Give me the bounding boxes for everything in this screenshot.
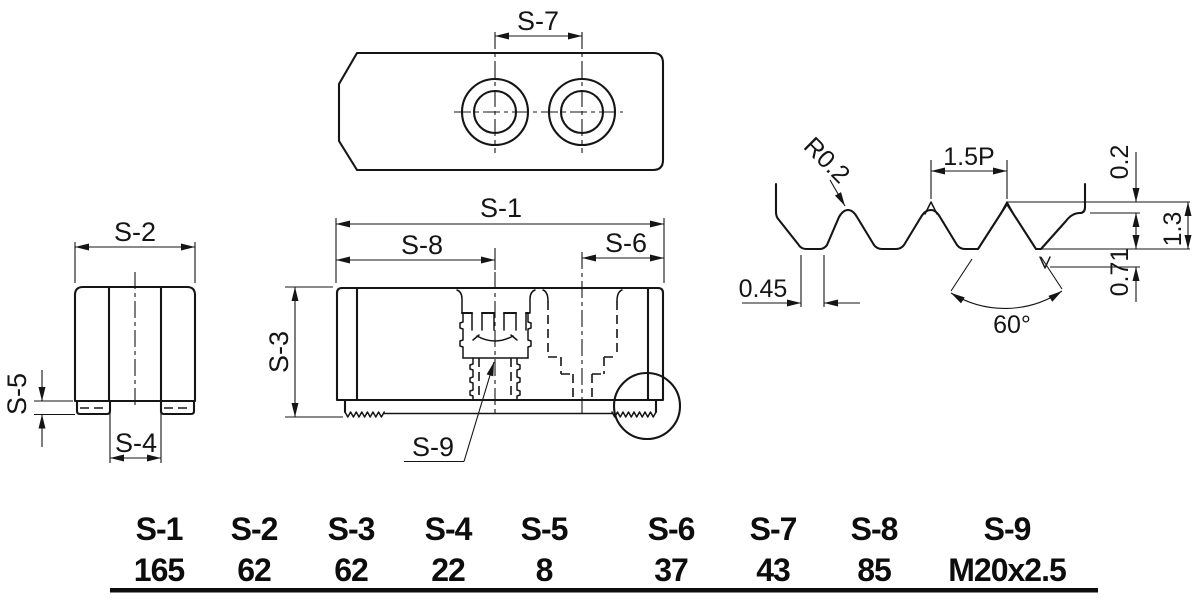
- dimension-label-s5: S-5: [2, 373, 32, 415]
- table-value: M20x2.5: [948, 552, 1066, 588]
- dimension-root-flat: 0.45: [739, 255, 860, 307]
- spec-table: S-1 S-2 S-3 S-4 S-5 S-6 S-7 S-8 S-9 165 …: [110, 511, 1098, 593]
- dimension-label-s7: S-7: [517, 6, 559, 36]
- serrated-bottom-step: [343, 398, 658, 418]
- counterbore-side-right: [527, 312, 532, 359]
- dimension-s2: S-2: [74, 217, 196, 283]
- dimension-label-s3: S-3: [264, 331, 294, 373]
- dimension-label-s1: S-1: [480, 193, 522, 223]
- flank-extension-left: [950, 258, 973, 292]
- slot-opening-left: [542, 289, 549, 302]
- slot-opening-right: [529, 289, 536, 314]
- table-header: S-6: [648, 511, 695, 547]
- socket-arc-tick-left: [472, 334, 480, 341]
- serration-detail: 60° R0.2 1.5P 0.45 0.2 0.71: [739, 132, 1192, 339]
- radius-leader: [829, 179, 846, 207]
- hidden-t-slot: [542, 252, 623, 414]
- dimension-s5: S-5: [2, 370, 75, 447]
- table-header: S-7: [750, 511, 797, 547]
- slot-opening-right: [616, 289, 623, 302]
- table-header: S-4: [425, 511, 473, 547]
- dimension-pitch: 1.5P: [930, 143, 1008, 199]
- top-view-outline: [337, 51, 665, 172]
- dimension-s4: S-4: [109, 404, 162, 463]
- thread-shank-right: [516, 357, 521, 400]
- table-header: S-3: [328, 511, 375, 547]
- table-value: 8: [536, 552, 553, 588]
- table-value: 43: [756, 552, 790, 588]
- table-value: 62: [334, 552, 368, 588]
- socket-arc-tick-right: [510, 334, 518, 341]
- table-header: S-8: [851, 511, 898, 547]
- table-value: 22: [431, 552, 465, 588]
- dimension-s6: S-6: [582, 228, 664, 262]
- slot-hidden-profile: [547, 301, 618, 399]
- crest-truncation-label: 0.2: [1106, 145, 1134, 180]
- table-header: S-2: [231, 511, 278, 547]
- side-view-outline: [73, 285, 197, 403]
- dimension-label-s4: S-4: [115, 428, 157, 458]
- angle-arc: [950, 290, 1063, 309]
- serration-teeth-left: [344, 411, 385, 418]
- dimension-radius: R0.2: [798, 132, 855, 207]
- dimension-s1: S-1: [335, 193, 665, 283]
- counterbore-side-left: [459, 312, 464, 359]
- top-view: S-7: [337, 6, 665, 172]
- flank-extension-right: [1040, 256, 1063, 290]
- dimension-label-s2: S-2: [114, 217, 156, 247]
- table-header: S-1: [136, 511, 183, 547]
- theoretical-apex-mark-1: [924, 201, 938, 215]
- side-view: S-2 S-5 S-4: [2, 217, 197, 463]
- slot-opening-left: [456, 289, 463, 314]
- leader-label-s9: S-9: [412, 432, 454, 462]
- leader-line: [463, 361, 495, 462]
- dimension-label-s6: S-6: [605, 228, 647, 258]
- table-header: S-9: [984, 511, 1031, 547]
- table-value: 62: [237, 552, 271, 588]
- table-value: 37: [654, 552, 688, 588]
- dimension-angle-60: 60°: [950, 256, 1063, 339]
- radius-label: R0.2: [798, 132, 855, 189]
- detail-circle: [612, 371, 682, 441]
- leader-s9: S-9: [404, 361, 495, 463]
- dimension-label-s8: S-8: [401, 230, 443, 260]
- pitch-label: 1.5P: [943, 143, 994, 171]
- dimension-tooth-depth: 1.3: [1159, 202, 1192, 249]
- root-flat-label: 0.45: [739, 275, 788, 303]
- mounting-screw-hole: [456, 272, 536, 414]
- dimension-s3: S-3: [264, 286, 343, 418]
- front-view-outline: [335, 286, 665, 402]
- thread-flank-lines: [471, 312, 527, 331]
- front-view: S-1 S-8 S-6 S-3 S-9: [264, 193, 682, 463]
- table-underline: [110, 588, 1098, 593]
- serration-teeth-right: [611, 411, 657, 418]
- root-truncation-label: 0.71: [1106, 248, 1134, 297]
- tooth-depth-label: 1.3: [1159, 212, 1187, 247]
- table-header: S-5: [521, 511, 568, 547]
- theoretical-root-mark: [1039, 256, 1051, 269]
- serration-profile: [774, 182, 1087, 251]
- dimension-s7: S-7: [495, 6, 582, 40]
- dimension-crest-truncation: 0.2 0.71: [1106, 145, 1140, 302]
- thread-shank-left: [469, 357, 474, 400]
- dimension-s8: S-8: [336, 230, 496, 270]
- table-value: 165: [134, 552, 185, 588]
- table-value: 85: [857, 552, 891, 588]
- angle-label: 60°: [993, 311, 1031, 339]
